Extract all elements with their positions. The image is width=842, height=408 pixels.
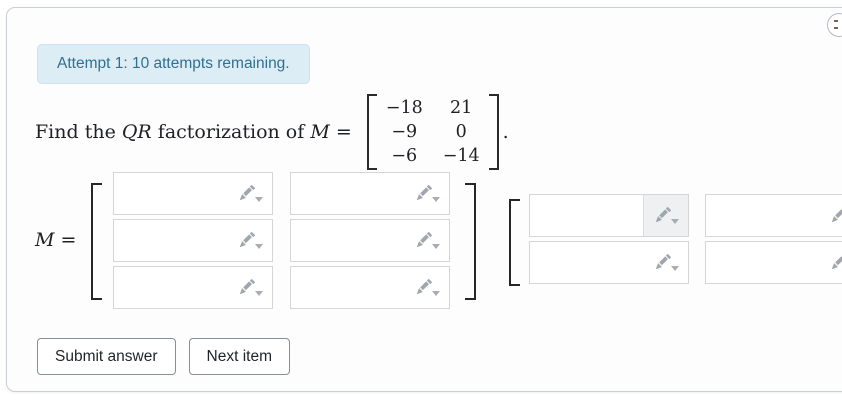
matrix-entry: −6 [391,145,418,166]
caret-down-icon [255,291,263,296]
edit-answer-button[interactable] [405,173,449,214]
pencil-icon [655,207,671,222]
edit-answer-button[interactable] [405,220,449,261]
matrix-cell-input-r2c2[interactable] [290,219,450,262]
answer-matrix2-left-bracket [509,199,520,286]
matrix-cell-input-r3c2[interactable] [290,266,450,309]
qr-term: QR [121,121,152,143]
equals-sign: = [329,121,358,143]
matrix-cell-input-r2c1[interactable] [113,219,273,262]
edit-answer-button[interactable] [820,195,842,236]
edit-answer-button[interactable] [228,267,272,308]
edit-answer-button[interactable] [820,242,842,283]
edit-answer-button[interactable] [644,242,688,283]
matrix-entry: −18 [385,97,423,118]
next-item-button[interactable]: Next item [188,338,290,375]
pencil-icon [831,255,842,269]
matrix-cell-input-r1c2[interactable] [705,194,842,237]
submit-answer-button[interactable]: Submit answer [37,338,176,375]
caret-down-icon [255,197,263,202]
pencil-icon [831,208,842,222]
pencil-icon [239,232,255,247]
attempt-badge: Attempt 1: 10 attempts remaining. [37,44,310,84]
answer-matrix1-right-bracket [465,183,476,300]
pencil-icon [239,279,255,294]
caret-down-icon [255,244,263,249]
matrix-right-bracket [488,94,499,170]
action-buttons: Submit answer Next item [37,338,290,375]
matrix-entry: 0 [455,121,467,142]
caret-down-icon [432,197,440,202]
problem-statement: Find the QR factorization of M = −18 21 … [35,92,509,172]
matrix-cell-input-r1c2[interactable] [290,172,450,215]
problem-sentence: Find the QR factorization of M = [35,121,358,143]
matrix-entry: −9 [391,121,418,142]
matrix-entry: 21 [450,97,473,118]
matrix-cell-input-r1c1[interactable] [529,194,689,237]
matrix-left-bracket [366,94,377,170]
answer-variable: M [35,229,55,251]
question-card: Attempt 1: 10 attempts remaining. Find t… [6,7,842,392]
pencil-icon [655,254,671,269]
edit-answer-button[interactable] [228,173,272,214]
matrix-cell-input-r3c1[interactable] [113,266,273,309]
problem-text-middle: factorization of [151,121,311,143]
matrix-variable: M [310,121,330,143]
pencil-icon [416,232,432,247]
given-matrix: −18 21 −9 0 −6 −14 [366,94,499,170]
answer-matrix1-left-bracket [91,183,102,300]
icon-mark [834,27,838,29]
pencil-icon [416,185,432,200]
caret-down-icon [671,266,679,271]
given-matrix-entries: −18 21 −9 0 −6 −14 [377,94,489,170]
answer-equals-sign: = [54,229,77,251]
problem-text-prefix: Find the [35,121,122,143]
matrix-cell-input-r2c2[interactable] [705,241,842,284]
caret-down-icon [432,244,440,249]
caret-down-icon [671,219,679,224]
edit-answer-button[interactable] [643,195,688,236]
edit-answer-button[interactable] [228,220,272,261]
pencil-icon [416,279,432,294]
answer-matrix1 [113,172,450,309]
pencil-icon [239,185,255,200]
matrix-cell-input-r2c1[interactable] [529,241,689,284]
icon-mark [834,20,838,22]
matrix-entry: −14 [442,145,480,166]
sentence-period: . [502,121,509,143]
answer-equation-label: M = [35,229,76,251]
answer-matrix2 [529,194,842,284]
matrix-cell-input-r1c1[interactable] [113,172,273,215]
caret-down-icon [432,291,440,296]
edit-answer-button[interactable] [405,267,449,308]
attempt-badge-text: Attempt 1: 10 attempts remaining. [57,55,290,72]
